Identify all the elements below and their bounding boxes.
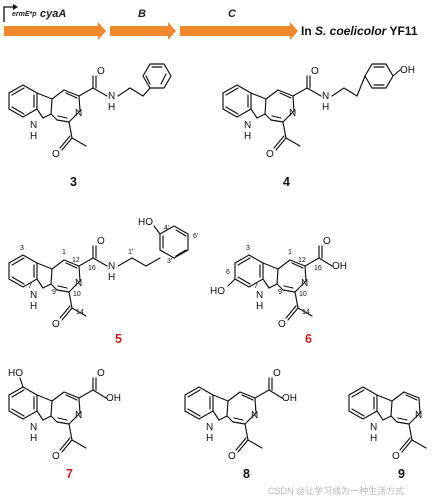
gene-label-cyaA: cyaA xyxy=(40,8,66,20)
gene-cluster-diagram: ermE*p cyaA B C In S. coelicolor YF11 xyxy=(3,4,418,40)
atom-label: N xyxy=(244,120,251,131)
position-number: 4' xyxy=(164,225,169,232)
position-number: 1 xyxy=(62,249,66,256)
atom-label: O xyxy=(52,451,60,462)
atom-label: H xyxy=(30,301,37,312)
atom-label: H xyxy=(108,272,115,283)
position-number: 16 xyxy=(314,265,322,272)
position-number: 12 xyxy=(298,257,306,264)
compound-8-structure: O OH N N H O xyxy=(184,368,297,462)
position-number: 14 xyxy=(76,309,84,316)
position-number: 10 xyxy=(73,291,81,298)
watermark-text: CSDN @让学习成为一种生活方式 xyxy=(268,485,404,496)
position-number: 7 xyxy=(28,283,32,290)
atom-label: H xyxy=(206,433,213,444)
position-number: 16 xyxy=(88,265,96,272)
position-number: 9 xyxy=(52,289,56,296)
atom-label: H xyxy=(30,433,37,444)
atom-label: O xyxy=(278,319,286,330)
position-number: 7 xyxy=(254,283,258,290)
atom-label: N xyxy=(75,410,82,421)
atom-label: N xyxy=(30,422,37,433)
atom-label: O xyxy=(323,236,331,247)
atom-label: H xyxy=(370,433,377,444)
compound-7-structure: O OH N N H O HO xyxy=(8,368,121,462)
atom-label: H xyxy=(256,301,263,312)
compound-4-structure: O N H N N H O OH xyxy=(222,63,415,160)
gene-arrow-C: C xyxy=(180,8,298,40)
atom-label: N xyxy=(415,410,422,421)
position-number: 6' xyxy=(193,233,198,240)
position-number: 3 xyxy=(20,245,24,252)
atom-label: O xyxy=(228,451,236,462)
compound-6-structure: O OH N N H O HO 3 1 12 16 6 7 9 10 14 xyxy=(210,236,347,330)
atom-label: N xyxy=(30,120,37,131)
compound-label-8: 8 xyxy=(243,467,250,481)
atom-label: N xyxy=(322,91,329,102)
atom-label: H xyxy=(30,131,37,142)
atom-label: O xyxy=(97,66,105,77)
atom-label: H xyxy=(244,131,251,142)
position-number: 1' xyxy=(128,249,133,256)
atom-label: N xyxy=(256,290,263,301)
atom-label: O xyxy=(311,66,319,77)
compound-3-structure: O N H N N H O xyxy=(8,63,172,160)
position-number: 14 xyxy=(302,309,310,316)
atom-label: N xyxy=(108,91,115,102)
atom-label: N xyxy=(75,108,82,119)
atom-label: N xyxy=(370,422,377,433)
promoter-arrow-icon xyxy=(3,6,14,22)
atom-label: HO xyxy=(210,286,225,297)
atom-label: OH xyxy=(282,393,297,404)
compound-9-structure: N N H O xyxy=(348,386,427,462)
gene-label-C: C xyxy=(228,8,237,20)
compound-label-9: 9 xyxy=(398,467,405,481)
atom-label: N xyxy=(108,261,115,272)
atom-label: OH xyxy=(332,261,347,272)
atom-label: O xyxy=(392,451,400,462)
atom-label: N xyxy=(251,410,258,421)
gene-label-B: B xyxy=(138,8,146,20)
gene-arrow-cyaA: cyaA xyxy=(4,8,106,40)
compound-label-5: 5 xyxy=(115,332,122,346)
atom-label: OH xyxy=(106,393,121,404)
host-label: In S. coelicolor YF11 xyxy=(301,24,418,38)
gene-arrow-B: B xyxy=(110,8,176,40)
atom-label: N xyxy=(75,278,82,289)
compound-label-3: 3 xyxy=(70,175,77,189)
atom-label: O xyxy=(52,319,60,330)
atom-label: HO xyxy=(8,368,23,379)
position-number: 10 xyxy=(299,291,307,298)
atom-label: HO xyxy=(138,217,153,228)
position-number: 3 xyxy=(246,245,250,252)
atom-label: O xyxy=(273,368,281,379)
compound-5-structure: O N H N N H O HO 3 1 12 16 1' 4' 6' 3' 7… xyxy=(8,217,198,330)
atom-label: H xyxy=(322,102,329,113)
promoter-label: ermE*p xyxy=(12,11,37,18)
atom-label: OH xyxy=(400,65,415,76)
atom-label: O xyxy=(52,149,60,160)
atom-label: N xyxy=(301,278,308,289)
position-number: 1 xyxy=(288,249,292,256)
position-number: 6 xyxy=(226,269,230,276)
atom-label: O xyxy=(97,368,105,379)
atom-label: N xyxy=(206,422,213,433)
position-number: 9 xyxy=(278,289,282,296)
position-number: 12 xyxy=(72,257,80,264)
atom-label: N xyxy=(289,108,296,119)
position-number: 3' xyxy=(167,258,172,265)
atom-label: O xyxy=(97,236,105,247)
compound-label-4: 4 xyxy=(283,175,290,189)
atom-label: O xyxy=(266,149,274,160)
atom-label: H xyxy=(108,102,115,113)
compound-label-7: 7 xyxy=(66,467,73,481)
compound-label-6: 6 xyxy=(305,332,312,346)
atom-label: N xyxy=(30,290,37,301)
